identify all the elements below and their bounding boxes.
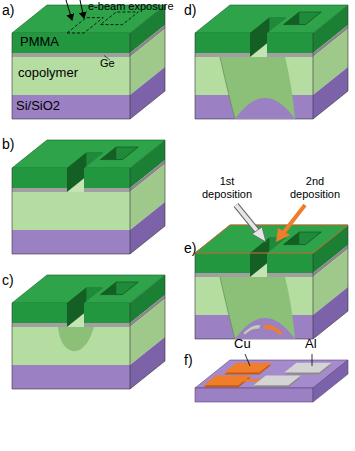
illustration-shape bbox=[220, 57, 295, 119]
illustration-shape bbox=[195, 225, 348, 253]
illustration-shape bbox=[12, 5, 165, 119]
e-beam-arrows bbox=[66, 0, 84, 20]
illustration-shape bbox=[58, 327, 94, 351]
illustration-shape bbox=[245, 354, 250, 366]
metal-label: Al bbox=[305, 337, 317, 352]
illustration-shape bbox=[243, 325, 261, 335]
illustration-shape bbox=[284, 205, 305, 232]
panel-letter: f) bbox=[184, 352, 193, 368]
illustration-shape bbox=[66, 0, 72, 20]
illustration-shape bbox=[245, 225, 325, 290]
illustration-shape bbox=[195, 5, 348, 119]
layer-label: PMMA bbox=[20, 35, 59, 50]
illustration-shape bbox=[245, 5, 325, 70]
illustration-shape bbox=[236, 205, 258, 232]
panel-e-block bbox=[195, 225, 348, 339]
beam-label: e-beam exposure bbox=[88, 0, 174, 13]
panel-d-block bbox=[195, 5, 348, 119]
layer-label: copolymer bbox=[18, 66, 78, 81]
illustration-shape bbox=[67, 18, 103, 33]
panel-c-block bbox=[12, 275, 165, 389]
illustration-shape bbox=[312, 354, 313, 366]
panel-letter: e) bbox=[184, 240, 196, 256]
layer-label: Si/SiO2 bbox=[16, 99, 60, 114]
illustration-shape bbox=[101, 12, 139, 25]
leader-lines bbox=[245, 354, 312, 366]
illustration-shape bbox=[236, 205, 258, 232]
illustration-shape bbox=[62, 275, 142, 340]
illustration-shape bbox=[276, 228, 290, 242]
illustration-shape bbox=[263, 325, 283, 335]
illustration-shape bbox=[220, 277, 295, 339]
illustration-shape bbox=[195, 388, 313, 402]
illustration-shape bbox=[195, 225, 348, 339]
panel-letter: c) bbox=[2, 272, 14, 288]
panel-a-block bbox=[12, 5, 165, 119]
illustration-shape bbox=[12, 275, 165, 389]
illustration-shape bbox=[80, 0, 84, 18]
layer-label: Ge bbox=[100, 57, 115, 70]
illustration-shape bbox=[252, 227, 266, 242]
panel-letter: d) bbox=[184, 2, 196, 18]
metal-label: Cu bbox=[234, 337, 251, 352]
panel-letter: b) bbox=[2, 136, 14, 152]
illustration-shape bbox=[284, 363, 331, 373]
illustration-shape bbox=[224, 363, 271, 373]
illustration-shape bbox=[12, 140, 165, 254]
panel-letter: a) bbox=[2, 2, 14, 18]
deposition-label: 2nd deposition bbox=[282, 175, 348, 200]
illustration-shape bbox=[62, 140, 142, 205]
illustration-shape bbox=[204, 375, 251, 385]
deposition-label: 1st deposition bbox=[196, 175, 258, 200]
deposition-arrows bbox=[236, 205, 305, 242]
panel-b-block bbox=[12, 140, 165, 254]
panel-f-substrate bbox=[195, 360, 348, 402]
illustration-shape bbox=[254, 375, 301, 385]
